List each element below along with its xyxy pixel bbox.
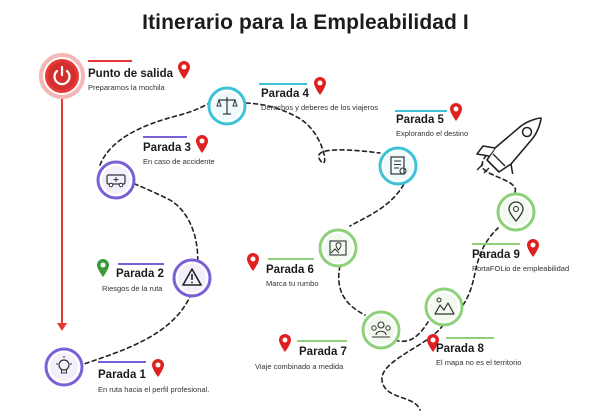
- stop-bar: [118, 263, 164, 265]
- checklist-icon: [378, 146, 418, 186]
- stop-name: Parada 2: [116, 268, 164, 280]
- stop-desc: PortaFOLio de empleabilidad: [472, 264, 570, 273]
- stop-name: Parada 9: [472, 249, 520, 261]
- stop-desc: En caso de accidente: [143, 157, 215, 166]
- stop-parada-1[interactable]: Parada 1 En ruta hacia el perfil profesi…: [44, 347, 234, 395]
- stop-parada-8[interactable]: Parada 8 El mapa no es el territorio: [424, 287, 564, 373]
- page-title: Itinerario para la Empleabilidad I: [142, 11, 469, 34]
- pin-icon: [196, 135, 208, 153]
- pin-icon: [527, 239, 539, 257]
- power-icon: [39, 53, 85, 99]
- stop-name: Parada 1: [98, 369, 146, 381]
- stop-desc: Derechos y deberes de los viajeros: [261, 103, 379, 112]
- stop-parada-2[interactable]: Parada 2 Riesgos de la ruta: [96, 258, 216, 300]
- scales-icon: [207, 86, 247, 126]
- stop-bar: [446, 337, 494, 339]
- stop-bar: [268, 258, 314, 260]
- stop-parada-9[interactable]: Parada 9 PortaFOLio de empleabilidad: [470, 192, 610, 282]
- stop-parada-7[interactable]: Parada 7 Viaje combinado a medida: [255, 310, 415, 371]
- location-icon: [496, 192, 536, 232]
- ambulance-icon: [96, 160, 136, 200]
- warning-icon: [172, 258, 212, 298]
- start-bar: [88, 60, 132, 62]
- stop-parada-6[interactable]: Parada 6 Marca tu rumbo: [246, 228, 366, 288]
- stop-bar: [143, 136, 187, 138]
- stop-name: Parada 6: [266, 264, 314, 276]
- team-icon: [361, 310, 401, 350]
- stop-name: Punto de salida: [88, 68, 173, 80]
- stop-desc: El mapa no es el territorio: [436, 358, 522, 367]
- rocket-icon: [476, 117, 542, 174]
- stop-desc: Marca tu rumbo: [266, 279, 319, 288]
- pin-icon: [314, 77, 326, 95]
- stop-name: Parada 3: [143, 142, 191, 154]
- stop-bar: [297, 340, 347, 342]
- lightbulb-icon: [44, 347, 84, 387]
- stop-desc: Preparamos la mochila: [88, 83, 165, 92]
- start-arrow: [57, 97, 67, 331]
- stop-parada-4[interactable]: Parada 4 Derechos y deberes de los viaje…: [207, 76, 387, 126]
- stop-parada-5[interactable]: Parada 5 Explorando el destino: [377, 102, 497, 192]
- stop-name: Parada 4: [261, 88, 309, 100]
- pin-icon: [427, 334, 439, 352]
- stop-desc: Riesgos de la ruta: [102, 284, 163, 293]
- stop-parada-3[interactable]: Parada 3 En caso de accidente: [95, 134, 255, 204]
- pin-icon: [152, 359, 164, 377]
- stop-name: Parada 5: [396, 114, 444, 126]
- pin-icon: [279, 334, 291, 352]
- stop-desc: Viaje combinado a medida: [255, 362, 344, 371]
- pin-icon: [450, 103, 462, 121]
- stop-bar: [395, 110, 447, 112]
- stop-bar: [472, 243, 520, 245]
- stop-bar: [98, 361, 146, 363]
- terrain-map-icon: [424, 287, 464, 327]
- map-pin-board-icon: [318, 228, 358, 268]
- pin-icon: [247, 253, 259, 271]
- stop-name: Parada 8: [436, 343, 484, 355]
- stop-desc: Explorando el destino: [396, 129, 469, 138]
- pin-icon: [97, 259, 109, 277]
- pin-icon: [178, 61, 190, 79]
- stop-name: Parada 7: [299, 346, 347, 358]
- stop-start[interactable]: Punto de salida Preparamos la mochila: [38, 52, 268, 99]
- stop-bar: [259, 83, 307, 85]
- stop-desc: En ruta hacia el perfil profesional.: [98, 385, 210, 394]
